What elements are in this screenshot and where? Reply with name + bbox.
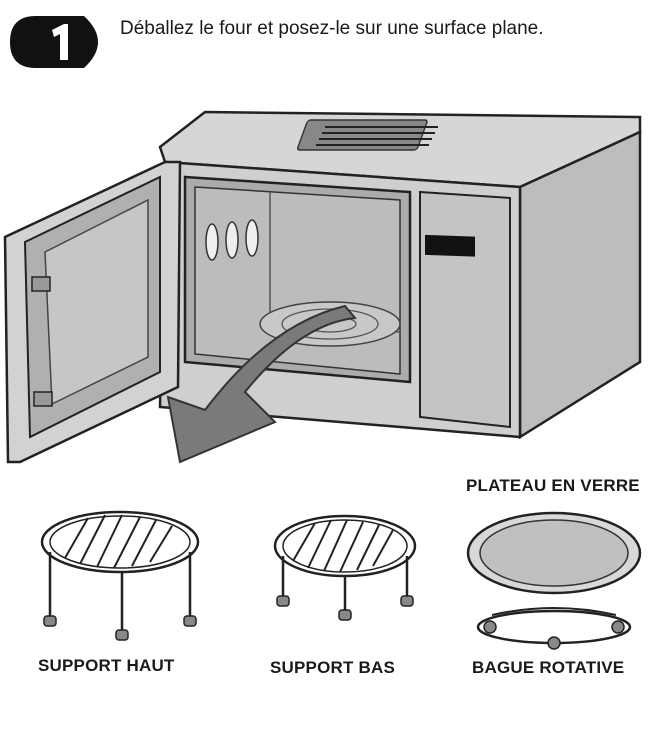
step-instruction: Déballez le four et posez-le sur une sur… [120,18,544,39]
bague-label: BAGUE ROTATIVE [472,658,625,677]
plateau-label: PLATEAU EN VERRE [466,476,640,495]
support-haut-icon [40,510,200,641]
plateau-bague-icon [466,511,642,650]
microwave-oven-icon [3,110,642,464]
support-bas-icon [273,514,417,621]
support-bas-label: SUPPORT BAS [270,658,395,677]
curved-arrow-icon [166,304,357,464]
step-1-badge-icon [10,16,98,68]
support-haut-label: SUPPORT HAUT [38,656,175,675]
